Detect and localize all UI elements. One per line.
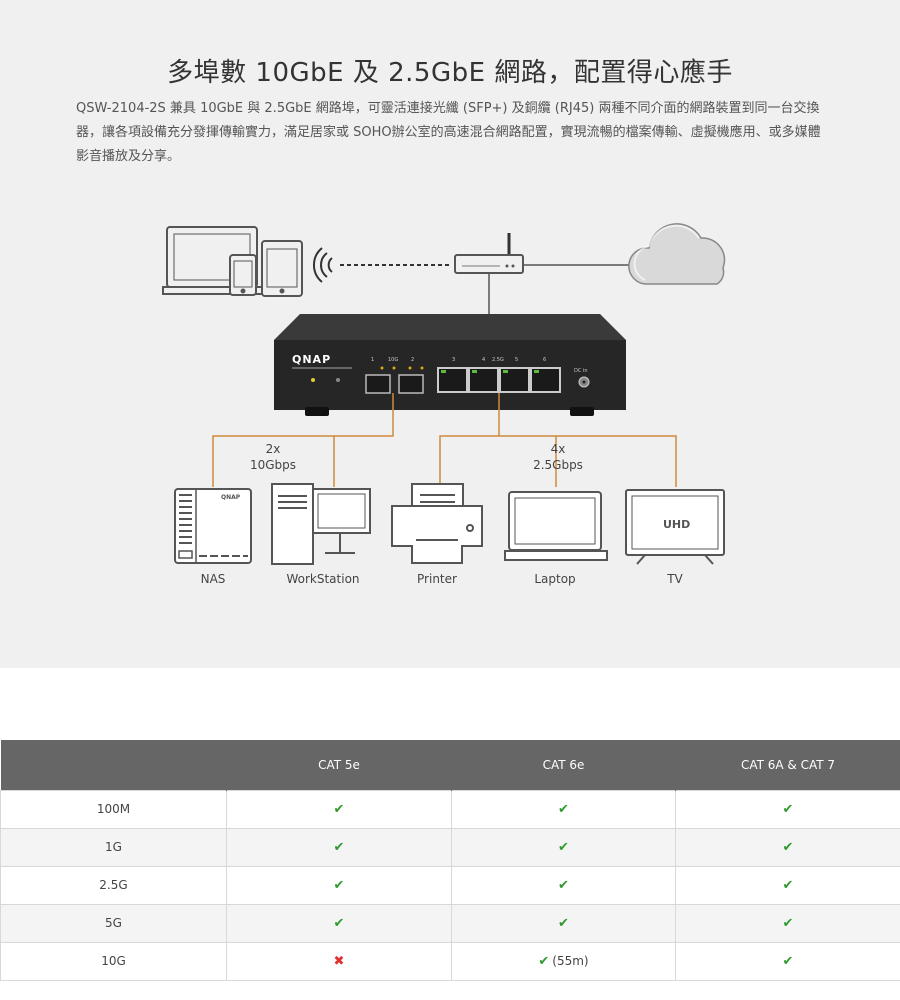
compat-cell: ✔ — [675, 865, 900, 905]
compat-cell: ✔ — [675, 827, 900, 867]
nas-icon — [174, 488, 252, 564]
tv-icon — [625, 489, 725, 565]
intro-paragraph: QSW-2104-2S 兼具 10GbE 與 2.5GbE 網路埠，可靈活連接光… — [76, 101, 821, 164]
sfp-speed-label: 10Gbps — [249, 458, 297, 472]
column-header-cat5e: CAT 5e — [226, 740, 452, 790]
compat-cell: ✔ — [675, 903, 900, 943]
compat-cell: ✔ — [451, 789, 676, 829]
device-label-laptop: Laptop — [534, 572, 576, 586]
feature-section: 多埠數 10GbE 及 2.5GbE 網路，配置得心應手 QSW-2104-2S… — [0, 0, 900, 668]
table-row: 2.5G ✔ ✔ ✔ — [0, 865, 900, 905]
device-label-printer: Printer — [417, 572, 457, 586]
table-header-row: CAT 5e CAT 6e CAT 6A & CAT 7 — [0, 740, 900, 790]
device-label-nas: NAS — [200, 572, 226, 586]
compat-cell: ✔(55m) — [451, 941, 676, 981]
laptop-icon — [504, 491, 608, 561]
port-number-2: 2 — [411, 357, 414, 363]
check-icon: ✔ — [558, 801, 569, 817]
check-icon: ✔ — [782, 801, 794, 817]
check-icon: ✔ — [558, 877, 569, 893]
connection-lines — [212, 393, 677, 487]
cloud-icon — [628, 223, 726, 285]
table-row: 1G ✔ ✔ ✔ — [0, 827, 900, 867]
rj45-speed-label: 2.5Gbps — [533, 458, 583, 472]
port-number-3: 3 — [452, 357, 455, 363]
switch-device: QNAP 1 10G 2 3 4 2.5G 5 6 — [274, 314, 626, 416]
table-row: 5G ✔ ✔ ✔ — [0, 903, 900, 943]
check-icon: ✔ — [782, 839, 794, 855]
column-header-cat6a-cat7: CAT 6A & CAT 7 — [675, 740, 900, 790]
table-row: 10G✖✔(55m)✔ — [0, 941, 900, 981]
device-label-tv: TV — [667, 572, 683, 586]
speed-cell: 1G — [0, 827, 227, 867]
table-body: 100M✔✔✔1G✔✔✔2.5G✔✔✔5G✔✔✔10G✖✔(55m)✔ — [0, 789, 900, 981]
compat-cell: ✔ — [675, 941, 900, 981]
compat-cell: ✔ — [226, 827, 452, 867]
speed-cell: 100M — [0, 789, 227, 829]
printer-icon — [391, 483, 483, 564]
cable-compatibility-table: CAT 5e CAT 6e CAT 6A & CAT 7 100M✔✔✔1G✔✔… — [0, 740, 900, 981]
column-header-cat6e: CAT 6e — [451, 740, 676, 790]
compat-cell: ✔ — [226, 865, 452, 905]
check-icon: ✔ — [558, 839, 569, 855]
tablet-icon — [261, 240, 303, 297]
column-header-speed — [0, 740, 227, 790]
port-group-25g-label: 2.5G — [492, 357, 504, 363]
network-diagram: QNAP 1 10G 2 3 4 2.5G 5 6 — [0, 200, 900, 620]
nas-logo-label: QNAP — [221, 494, 241, 501]
speed-cell: 5G — [0, 903, 227, 943]
check-icon: ✔ — [782, 915, 794, 931]
dc-in-label: DC in — [574, 368, 588, 374]
check-icon: ✔ — [538, 953, 550, 969]
port-number-4: 4 — [482, 357, 485, 363]
compat-cell: ✔ — [226, 903, 452, 943]
rj45-ports — [437, 367, 561, 393]
wifi-icon — [312, 247, 333, 283]
compat-cell: ✔ — [226, 789, 452, 829]
check-icon: ✔ — [333, 801, 345, 817]
switch-brand-label: QNAP — [292, 353, 331, 366]
check-icon: ✔ — [782, 877, 794, 893]
check-icon: ✔ — [782, 953, 794, 969]
sfp-count-label: 2x — [265, 442, 281, 456]
speed-cell: 2.5G — [0, 865, 227, 905]
router-icon — [454, 233, 524, 274]
rj45-count-label: 4x — [550, 442, 566, 456]
tv-uhd-badge: UHD — [663, 518, 690, 531]
sfp-ports — [365, 374, 424, 394]
workstation-icon — [271, 483, 371, 565]
length-note: (55m) — [552, 953, 589, 968]
compat-cell: ✔ — [451, 827, 676, 867]
check-icon: ✔ — [333, 877, 345, 893]
check-icon: ✔ — [333, 915, 345, 931]
table-row: 100M ✔ ✔ ✔ — [0, 789, 900, 829]
speed-cell: 10G — [0, 941, 227, 981]
device-label-workstation: WorkStation — [286, 572, 360, 586]
compat-cell: ✖ — [226, 941, 452, 981]
port-number-6: 6 — [543, 357, 546, 363]
check-icon: ✔ — [333, 839, 345, 855]
cross-icon: ✖ — [333, 953, 345, 969]
port-number-5: 5 — [515, 357, 518, 363]
check-icon: ✔ — [558, 915, 569, 931]
compat-cell: ✔ — [675, 789, 900, 829]
compat-cell: ✔ — [451, 865, 676, 905]
compat-cell: ✔ — [451, 903, 676, 943]
page-title: 多埠數 10GbE 及 2.5GbE 網路，配置得心應手 — [167, 58, 733, 88]
network-diagram-svg: QNAP 1 10G 2 3 4 2.5G 5 6 — [162, 223, 726, 565]
phone-icon — [229, 254, 257, 296]
port-group-10g-label: 10G — [388, 357, 398, 363]
port-number-1: 1 — [371, 357, 374, 363]
